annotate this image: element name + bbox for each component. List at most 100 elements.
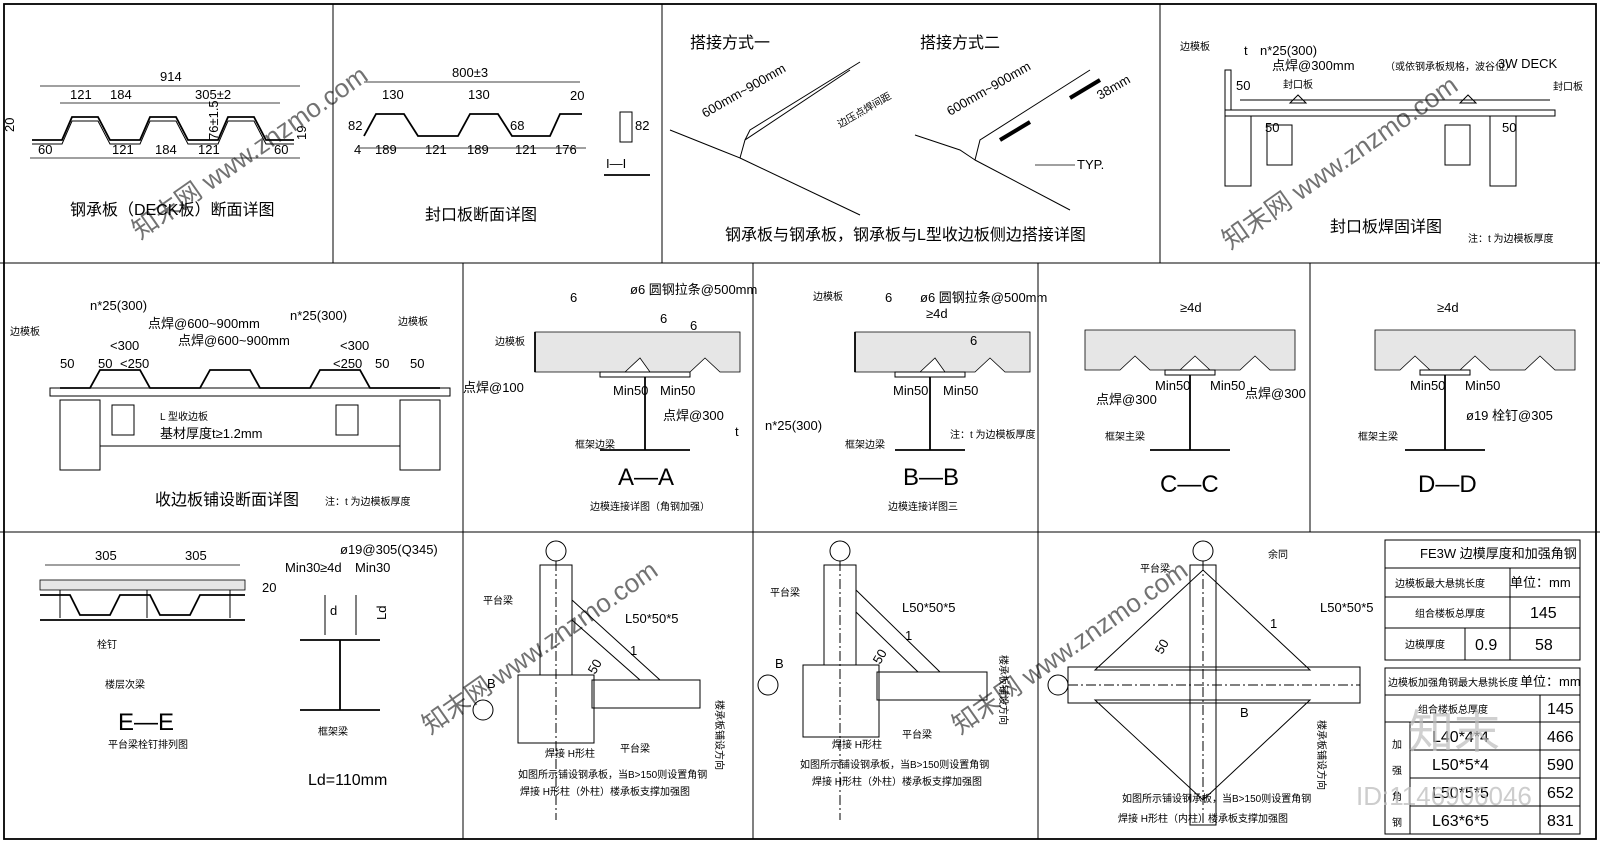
edge-mold-2: 边模板 <box>398 315 428 328</box>
weld-note-t: 注：t 为边模板厚度 <box>1468 232 1554 245</box>
weld-50a: 50 <box>1236 78 1250 93</box>
aa-min50b: Min50 <box>660 383 695 398</box>
section-bb-label: B—B <box>903 464 959 491</box>
bb-min50a: Min50 <box>893 383 928 398</box>
weld-n25: n*25(300) <box>1260 43 1317 58</box>
lap-detail-panel: 搭接方式一 搭接方式二 600mm~900mm 边压点焊间距 600mm~900… <box>669 34 1133 244</box>
bb-frame: 框架边梁 <box>845 438 885 451</box>
edge-lt300b: <300 <box>340 338 369 353</box>
bb-sub: 边模连接详图三 <box>888 500 958 513</box>
cc-min50a: Min50 <box>1155 378 1190 393</box>
edge-lt300a: <300 <box>110 338 139 353</box>
edge-spot1: 点焊@600~900mm <box>148 316 260 331</box>
table1-title: FE3W 边模厚度和加强角钢 <box>1420 546 1577 561</box>
weld-closure-board: 封口板 <box>1283 78 1313 91</box>
aa-t: t <box>735 424 739 439</box>
table1-h1: 边模板最大悬挑长度 <box>1395 577 1485 590</box>
outer2-pt-beam: 平台梁 <box>770 586 800 599</box>
table1-r2: 边模厚度 <box>1405 638 1445 651</box>
lap-range-1: 600mm~900mm <box>699 60 788 120</box>
dim-121c: 121 <box>198 142 220 157</box>
outer-column-panel: 平台梁 L50*50*5 50 B 1 焊接 H形柱 如图所示铺设钢承板，当B>… <box>472 540 726 820</box>
deck-total-dim: 914 <box>160 69 182 84</box>
lap-method-2: 搭接方式二 <box>920 34 1000 52</box>
dim-4: 4 <box>354 142 361 157</box>
section-dd-panel: ≥4d Min50 Min50 ø19 栓钉@305 框架主梁 D—D <box>1358 300 1576 498</box>
outer2-1: 1 <box>905 628 912 643</box>
aa-w6: 6 <box>570 290 577 305</box>
ee-stud: ø19@305(Q345) <box>340 542 438 557</box>
inner-50: 50 <box>1152 636 1172 656</box>
closure-weld-panel: n*25(300) 点焊@300mm （或依钢承板规格，波谷位） 3W DECK… <box>1180 40 1583 245</box>
edge-thick: 基材厚度t≥1.2mm <box>160 426 262 441</box>
ee-ld110: Ld=110mm <box>308 772 387 789</box>
outer2-dir: 楼承板铺设方向 <box>997 655 1010 725</box>
dd-min50b: Min50 <box>1465 378 1500 393</box>
outer-hcol: 焊接 H形柱 <box>545 747 595 760</box>
dim-121d: 121 <box>425 142 447 157</box>
table2-unit: 单位：mm <box>1520 674 1581 689</box>
dd-stud: ø19 栓钉@305 <box>1466 408 1553 423</box>
dim-h82: 82 <box>348 118 362 133</box>
ee-d: d <box>330 603 337 618</box>
section-ii: I—I <box>606 156 626 171</box>
outer2-note: 如图所示铺设钢承板，当B>150则设置角钢 <box>800 758 989 771</box>
outer2-b: B <box>775 656 784 671</box>
edge-caption: 收边板铺设断面详图 <box>155 491 299 509</box>
section-ee-label: E—E <box>118 709 174 736</box>
dim-189b: 189 <box>467 142 489 157</box>
aa-sub: 边模连接详图（角钢加强） <box>590 500 710 513</box>
dim-130b: 130 <box>468 87 490 102</box>
cc-4d: ≥4d <box>1180 300 1202 315</box>
dim-h20b: 20 <box>570 88 584 103</box>
edge-lt250b: <250 <box>333 356 362 371</box>
dd-4d: ≥4d <box>1437 300 1459 315</box>
edge-50d: 50 <box>410 356 424 371</box>
edge-50c: 50 <box>375 356 389 371</box>
aa-stud: ø6 圆钢拉条@500mm <box>630 282 757 297</box>
edge-section-panel: n*25(300) n*25(300) 点焊@600~900mm 点焊@600~… <box>10 298 451 509</box>
dim-121a: 121 <box>70 87 92 102</box>
outer2-hcol: 焊接 H形柱 <box>832 738 882 751</box>
dim-h76: 76±1.5 <box>206 100 221 140</box>
outer-dir: 楼承板铺设方向 <box>713 700 726 770</box>
deck-section-panel: 914 121 184 305±2 60 121 184 121 60 20 7… <box>2 69 309 219</box>
dim-121e: 121 <box>515 142 537 157</box>
closure-section-panel: 800±3 130 130 189 121 189 121 176 4 82 6… <box>348 65 650 224</box>
outer-1: 1 <box>630 643 637 658</box>
ee-ld: Ld <box>374 606 389 620</box>
ee-sub: 平台梁栓钉排列图 <box>108 738 188 751</box>
outer-caption: 焊接 H形柱（外柱）楼承板支撑加强图 <box>520 785 690 798</box>
inner-angle: L50*50*5 <box>1320 600 1374 615</box>
ee-4d: ≥4d <box>320 560 342 575</box>
aa-frame: 框架边梁 <box>575 438 615 451</box>
closure-caption: 封口板断面详图 <box>425 206 537 224</box>
table2-angle-cell: L50*5*4 <box>1432 757 1489 774</box>
edge-lt250a: <250 <box>120 356 149 371</box>
outer-column-2-panel: 平台梁 L50*50*5 50 B 1 焊接 H形柱 如图所示铺设钢承板，当B>… <box>757 540 1010 820</box>
bb-edge-mold: 边模板 <box>813 290 843 303</box>
inner-b: B <box>1240 705 1249 720</box>
outer-pt-beam: 平台梁 <box>483 594 513 607</box>
dim-305: 305±2 <box>195 87 231 102</box>
dim-60b: 60 <box>274 142 288 157</box>
watermark-logo: 知末 <box>1408 706 1500 758</box>
dim-176: 176 <box>555 142 577 157</box>
lap-method-1: 搭接方式一 <box>690 34 770 52</box>
section-aa-panel: 6 ø6 圆钢拉条@500mm 6 6 点焊@100 Min50 Min50 点… <box>463 282 757 513</box>
table1-r1v: 145 <box>1530 605 1557 622</box>
table1-r2v: 58 <box>1535 637 1553 654</box>
outer-angle: L50*50*5 <box>625 611 679 626</box>
outer-b: B <box>487 676 496 691</box>
table2-side-char: 钢 <box>1392 816 1402 829</box>
table2-value-cell: 590 <box>1547 757 1574 774</box>
inner-column-panel: 平台梁 余同 L50*50*5 50 B 1 如图所示铺设钢承板，当B>150则… <box>1047 540 1374 826</box>
dim-h20: 20 <box>2 118 17 132</box>
edge-lbar: L 型收边板 <box>160 410 208 423</box>
ee-min30b: Min30 <box>355 560 390 575</box>
table1-unit: 单位：mm <box>1510 575 1571 590</box>
edge-mold-1: 边模板 <box>10 325 40 338</box>
aa-min50a: Min50 <box>613 383 648 398</box>
weld-t: t <box>1244 43 1248 58</box>
